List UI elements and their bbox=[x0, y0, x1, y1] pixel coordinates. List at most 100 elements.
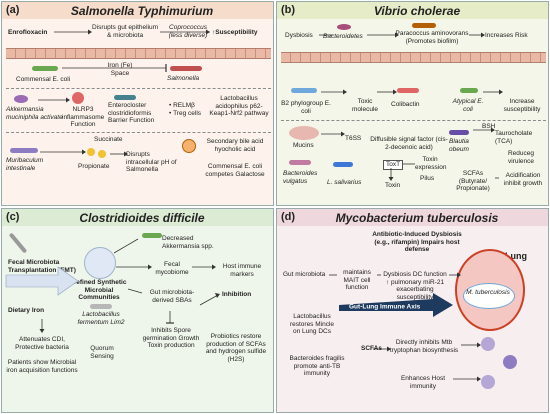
dysbiosis-text: Dysbiosis bbox=[285, 32, 313, 39]
enrofloxacin-label: Enrofloxacin bbox=[8, 29, 48, 36]
colibactin-icon bbox=[397, 88, 419, 93]
toxt-box: ToxT bbox=[383, 160, 404, 170]
panel-b-header bbox=[277, 2, 548, 19]
panel-c-label: (c) bbox=[6, 211, 20, 223]
patients-show-text: Patients show Microbial iron acquisition… bbox=[6, 359, 78, 374]
bsh-text: BSH bbox=[482, 123, 496, 130]
susceptibility-text: ↑Susceptibility bbox=[212, 29, 258, 36]
lactobacillus-fermentum-icon bbox=[90, 304, 112, 309]
disrupts-epithelium-text: Disrupts gut epithelium & microbiota bbox=[91, 24, 159, 39]
paracoccus-icon bbox=[412, 23, 436, 28]
atypical-ecoli-icon bbox=[460, 88, 478, 93]
fecal-mycobiome-text: Fecal mycobiome bbox=[155, 261, 189, 276]
blautia-icon bbox=[449, 130, 469, 135]
immune-cell-2-icon bbox=[503, 355, 517, 369]
inhibition-text: Inhibition bbox=[222, 291, 252, 298]
muribaculum-icon bbox=[10, 148, 38, 153]
panel-vibrio: (b) Vibrio cholerae Dysbiosis Bacteroide… bbox=[276, 1, 549, 206]
atypical-ecoli-text: Atypical E. coli bbox=[452, 98, 484, 113]
nlrp3-text: NLRP3 inflammasome Function bbox=[62, 106, 105, 128]
divider-b1 bbox=[281, 120, 546, 121]
host-immune-text: Host immune markers bbox=[222, 263, 262, 278]
colibactin-text: Colibactin bbox=[391, 101, 420, 108]
bacteroidetes-icon bbox=[337, 24, 351, 30]
fmt-text: Fecal Microbiota Transplantation (FMT) bbox=[8, 259, 76, 274]
secondary-bile-acid-text: Secondary bile acid hyocholic acid bbox=[206, 138, 264, 153]
panel-a-label: (a) bbox=[6, 4, 20, 16]
blautia-text: Blautia obeum bbox=[449, 138, 469, 153]
taurocholate-text: Taurocholate (TCA) bbox=[495, 130, 533, 145]
propionate-dot-1 bbox=[87, 148, 95, 156]
lung-label: Lung bbox=[505, 251, 527, 261]
lactobacillus-acidophilus-text: Lactobacillus acidophilus p62-Keap1-Nrf2… bbox=[209, 95, 269, 117]
pilus-text: Pilus bbox=[420, 175, 435, 182]
paracoccus-text: Paracoccus aminovorans (Promotes biofilm… bbox=[395, 30, 469, 45]
b2-ecoli-icon bbox=[291, 88, 317, 93]
epithelium-layer-b bbox=[281, 52, 546, 63]
iron-space-text: Iron (Fe) Space bbox=[107, 62, 133, 77]
scfas-d-text: SCFAs bbox=[361, 345, 382, 352]
immune-cell-1-icon bbox=[481, 337, 495, 351]
scfas-b-text: SCFAs (Butyrate/ Propionate) bbox=[456, 170, 490, 192]
directly-inhibits-text: Directly inhibits Mtb tryptophan biosynt… bbox=[389, 339, 459, 354]
bacteroides-vulgatus-text: Bacteroides vulgatus bbox=[283, 170, 318, 185]
salmonella-text: Salmonella bbox=[167, 75, 200, 82]
enhances-immunity-text: Enhances Host immunity bbox=[400, 375, 446, 390]
panel-cdifficile: (c) Clostridioides difficile Fecal Micro… bbox=[1, 208, 274, 413]
galactose-text: Commensal E. coli competes Galactose bbox=[205, 163, 265, 178]
panel-c-header bbox=[2, 209, 273, 226]
panel-tuberculosis: (d) Mycobacterium tuberculosis Antibioti… bbox=[276, 208, 549, 413]
mucins-text: Mucins bbox=[293, 142, 314, 149]
bacteroides-fragilis-text: Bacteroides fragilis promote anti-TB imm… bbox=[289, 355, 345, 377]
muribaculum-text: Muribaculum intestinale bbox=[6, 157, 44, 172]
panel-a-header bbox=[2, 2, 273, 19]
inhibits-text: Inhibits Spore germination Growth Toxin … bbox=[142, 327, 200, 349]
m-tuberculosis-bubble bbox=[463, 283, 515, 309]
maintains-mait-text: maintains MAIT cell function bbox=[343, 269, 371, 291]
panel-b-title: Vibrio cholerae bbox=[373, 4, 461, 18]
divider-a1 bbox=[6, 88, 271, 89]
quorum-sensing-text: Quorum Sensing bbox=[90, 345, 114, 360]
diffusible-signal-text: Diffusible signal factor (cis-2-decenoic… bbox=[370, 136, 448, 151]
toxin-expression-text: Toxin expression bbox=[415, 156, 447, 171]
propionate-text: Propionate bbox=[78, 163, 110, 170]
b2-ecoli-text: B2 phylogroup E. coli bbox=[281, 100, 331, 115]
bacteroides-icon bbox=[289, 160, 311, 165]
panel-a-arrows bbox=[38, 29, 210, 157]
lactobacillus-mincle-text: Lactobacillus restores Mincle on Lung DC… bbox=[289, 313, 335, 335]
l-salivarius-text: L. salivarius bbox=[327, 179, 362, 186]
enterocloster-text: Enterocloster clostridioformis Barrier F… bbox=[108, 102, 155, 124]
enterocloster-icon bbox=[114, 95, 136, 100]
defined-synthetic-text: Defined Synthetic Microbial Communities bbox=[71, 279, 127, 301]
dysbiosis-dc-text: Dysbiosis DC function ↑ pulmonary miR-21… bbox=[383, 271, 447, 301]
antibiotic-dysbiosis-text: Antibiotic-Induced Dysbiosis (e.g., rifa… bbox=[372, 231, 462, 253]
propionate-dot-2 bbox=[98, 150, 106, 158]
panel-b-arrows bbox=[319, 32, 503, 181]
toxin-text: Toxin bbox=[385, 182, 401, 189]
panel-d-arrows: Gut-Lung Immune Axis bbox=[329, 272, 481, 382]
panel-c-title: Clostridioides difficile bbox=[79, 211, 205, 225]
panel-d-header bbox=[277, 209, 548, 226]
immune-cell-3-icon bbox=[481, 375, 495, 389]
mucins-icon bbox=[289, 126, 319, 140]
ph-meter-icon bbox=[182, 139, 196, 153]
panel-a-title: Salmonella Typhimurium bbox=[70, 4, 214, 18]
attenuates-cdi-text: Attenuates CDI, Protective bacteria bbox=[15, 336, 69, 351]
reduce-virulence-text: Reduceg virulence bbox=[507, 150, 535, 165]
gut-sbas-text: Gut microbiota-derived SBAs bbox=[149, 289, 195, 304]
panel-b-label: (b) bbox=[281, 4, 296, 16]
gut-microbiota-text: Gut microbiota bbox=[283, 271, 326, 278]
bacteroidetes-text: Bacteroidetes bbox=[323, 33, 363, 40]
increase-susceptibility-text: Increase susceptibility bbox=[503, 98, 541, 113]
ecoli-bacterium-icon bbox=[32, 66, 58, 71]
akkermansia-c-icon bbox=[142, 233, 162, 238]
coprococcus-text: Coprococcus (less diverse) bbox=[168, 24, 208, 39]
nlrp3-icon bbox=[72, 92, 84, 104]
panel-d-label: (d) bbox=[281, 211, 296, 223]
succinate-text: Succinate bbox=[94, 136, 123, 143]
t6ss-text: T6SS bbox=[345, 135, 362, 142]
lactobacillus-fermentum-text: Lactobacillus fermentum Lim2 bbox=[77, 311, 125, 326]
relm-treg-text: • RELMβ • Treg cells bbox=[169, 102, 202, 117]
commensal-ecoli-text: Commensal E. coli bbox=[16, 76, 71, 83]
